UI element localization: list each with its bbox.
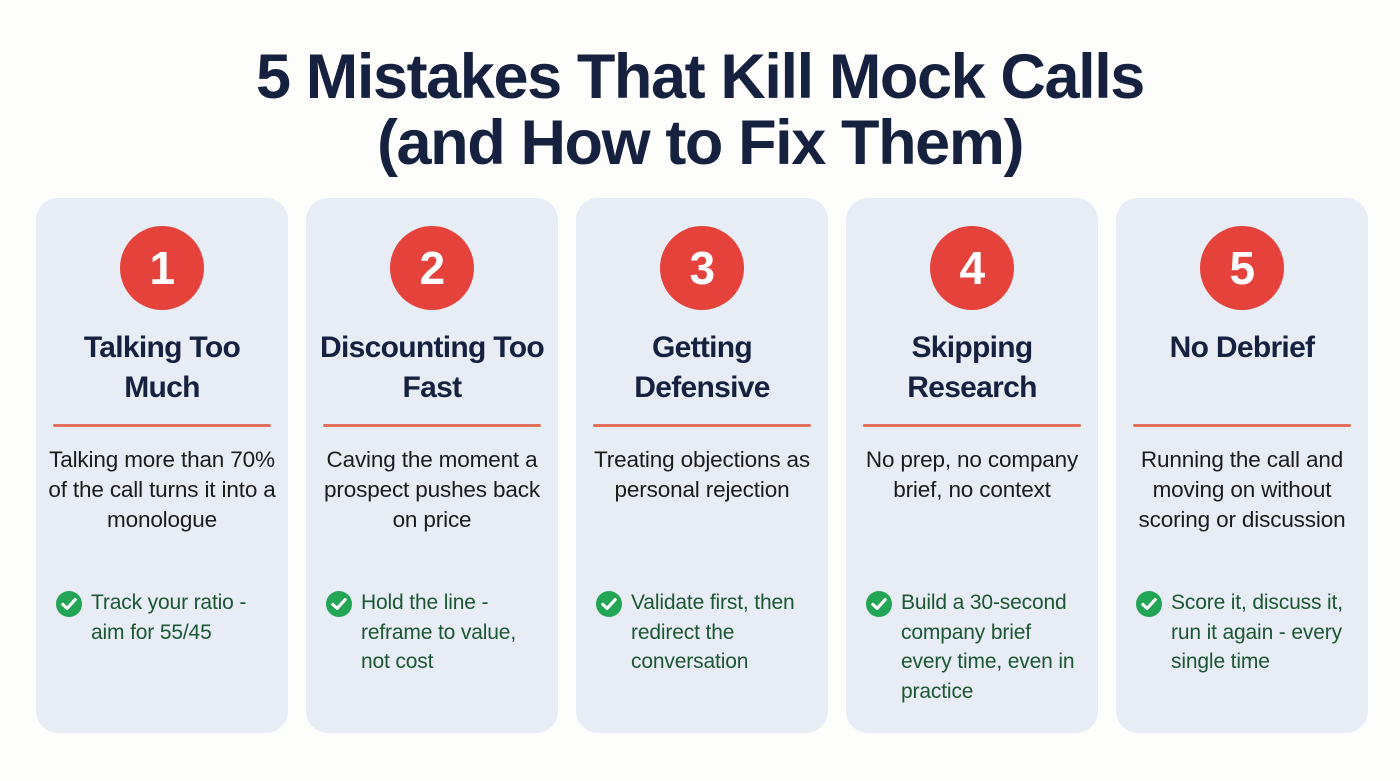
check-circle-icon [866, 591, 892, 617]
card-tip-text: Track your ratio - aim for 55/45 [91, 591, 247, 644]
number-badge: 3 [660, 226, 744, 310]
page-title: 5 Mistakes That Kill Mock Calls (and How… [0, 44, 1400, 176]
card-tip-text: Hold the line - reframe to value, not co… [361, 591, 517, 673]
card-tip: Track your ratio - aim for 55/45 [56, 588, 272, 647]
mistake-card: 5 No Debrief Running the call and moving… [1116, 198, 1368, 733]
card-body-text: Treating objections as personal rejectio… [594, 447, 810, 502]
card-body-text: Talking more than 70% of the call turns … [48, 447, 276, 532]
card-body-text: Running the call and moving on without s… [1138, 447, 1346, 532]
card-body-text: No prep, no company brief, no context [865, 447, 1079, 502]
card-divider [323, 424, 541, 427]
check-circle-icon [56, 591, 82, 617]
number-badge: 5 [1200, 226, 1284, 310]
badge-number: 4 [959, 242, 985, 294]
card-divider [863, 424, 1081, 427]
card-title: Getting Defensive [634, 331, 770, 404]
check-circle-icon [326, 591, 352, 617]
card-tip-text: Score it, discuss it, run it again - eve… [1171, 591, 1343, 673]
card-tip: Hold the line - reframe to value, not co… [326, 588, 542, 677]
mistake-card: 3 Getting Defensive Treating objections … [576, 198, 828, 733]
mistake-card: 2 Discounting Too Fast Caving the moment… [306, 198, 558, 733]
number-badge: 4 [930, 226, 1014, 310]
card-tip: Validate first, then redirect the conver… [596, 588, 812, 677]
card-tip: Score it, discuss it, run it again - eve… [1136, 588, 1352, 677]
check-circle-icon [596, 591, 622, 617]
number-badge: 2 [390, 226, 474, 310]
mistake-card: 4 Skipping Research No prep, no company … [846, 198, 1098, 733]
card-tip: Build a 30-second company brief every ti… [866, 588, 1082, 706]
card-tip-text: Build a 30-second company brief every ti… [901, 591, 1075, 703]
badge-number: 3 [689, 242, 715, 294]
mistake-card-list: 1 Talking Too Much Talking more than 70%… [36, 198, 1368, 733]
title-line-2: (and How to Fix Them) [376, 108, 1024, 178]
card-title: No Debrief [1169, 331, 1315, 364]
card-title: Skipping Research [907, 331, 1037, 404]
card-divider [1133, 424, 1351, 427]
badge-number: 2 [419, 242, 445, 294]
mistake-card: 1 Talking Too Much Talking more than 70%… [36, 198, 288, 733]
card-title: Discounting Too Fast [320, 331, 545, 404]
card-divider [593, 424, 811, 427]
card-title: Talking Too Much [83, 331, 241, 404]
badge-number: 5 [1229, 242, 1255, 294]
number-badge: 1 [120, 226, 204, 310]
card-tip-text: Validate first, then redirect the conver… [631, 591, 795, 673]
badge-number: 1 [149, 242, 175, 294]
card-divider [53, 424, 271, 427]
card-body-text: Caving the moment a prospect pushes back… [324, 447, 540, 532]
check-circle-icon [1136, 591, 1162, 617]
title-line-1: 5 Mistakes That Kill Mock Calls [256, 42, 1145, 112]
